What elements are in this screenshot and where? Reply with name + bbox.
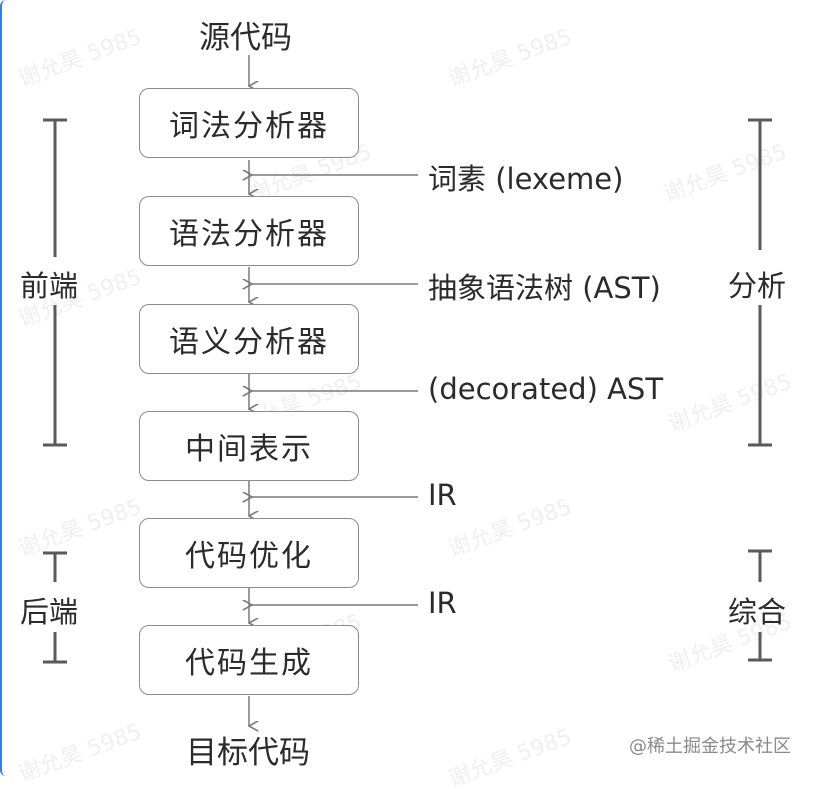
group-label-synthesis: 综合	[728, 595, 787, 629]
stage-code-optimization: 代码优化	[139, 518, 359, 588]
stage-code-generation: 代码生成	[139, 625, 359, 695]
window-left-edge	[0, 0, 10, 776]
annotation-ast: 抽象语法树 (AST)	[428, 271, 661, 305]
group-label-analysis: 分析	[728, 269, 787, 303]
annotation-ir: IR	[428, 586, 457, 620]
connector-lines	[43, 55, 772, 776]
stage-intermediate-representation: 中间表示	[139, 411, 359, 481]
group-label-frontend: 前端	[20, 269, 79, 303]
stage-syntax-analyzer: 语法分析器	[139, 196, 359, 266]
annotation-ir: IR	[428, 478, 457, 512]
stage-lexical-analyzer: 词法分析器	[139, 88, 359, 158]
site-credit: @稀土掘金技术社区	[629, 736, 791, 757]
stage-semantic-analyzer: 语义分析器	[139, 304, 359, 374]
backend-bracket	[43, 551, 67, 664]
compiler-pipeline-diagram: 谢允昊 5985 谢允昊 5985 谢允昊 5985 谢允昊 5985 谢允昊 …	[0, 0, 795, 792]
synthesis-bracket	[748, 549, 772, 662]
group-label-backend: 后端	[20, 595, 79, 629]
analysis-bracket	[748, 118, 772, 447]
source-code-label: 源代码	[199, 20, 292, 56]
annotation-decorated-ast: (decorated) AST	[428, 372, 664, 406]
annotation-lexeme: 词素 (lexeme)	[428, 162, 624, 196]
target-code-label: 目标代码	[186, 735, 310, 771]
frontend-bracket	[43, 118, 67, 447]
